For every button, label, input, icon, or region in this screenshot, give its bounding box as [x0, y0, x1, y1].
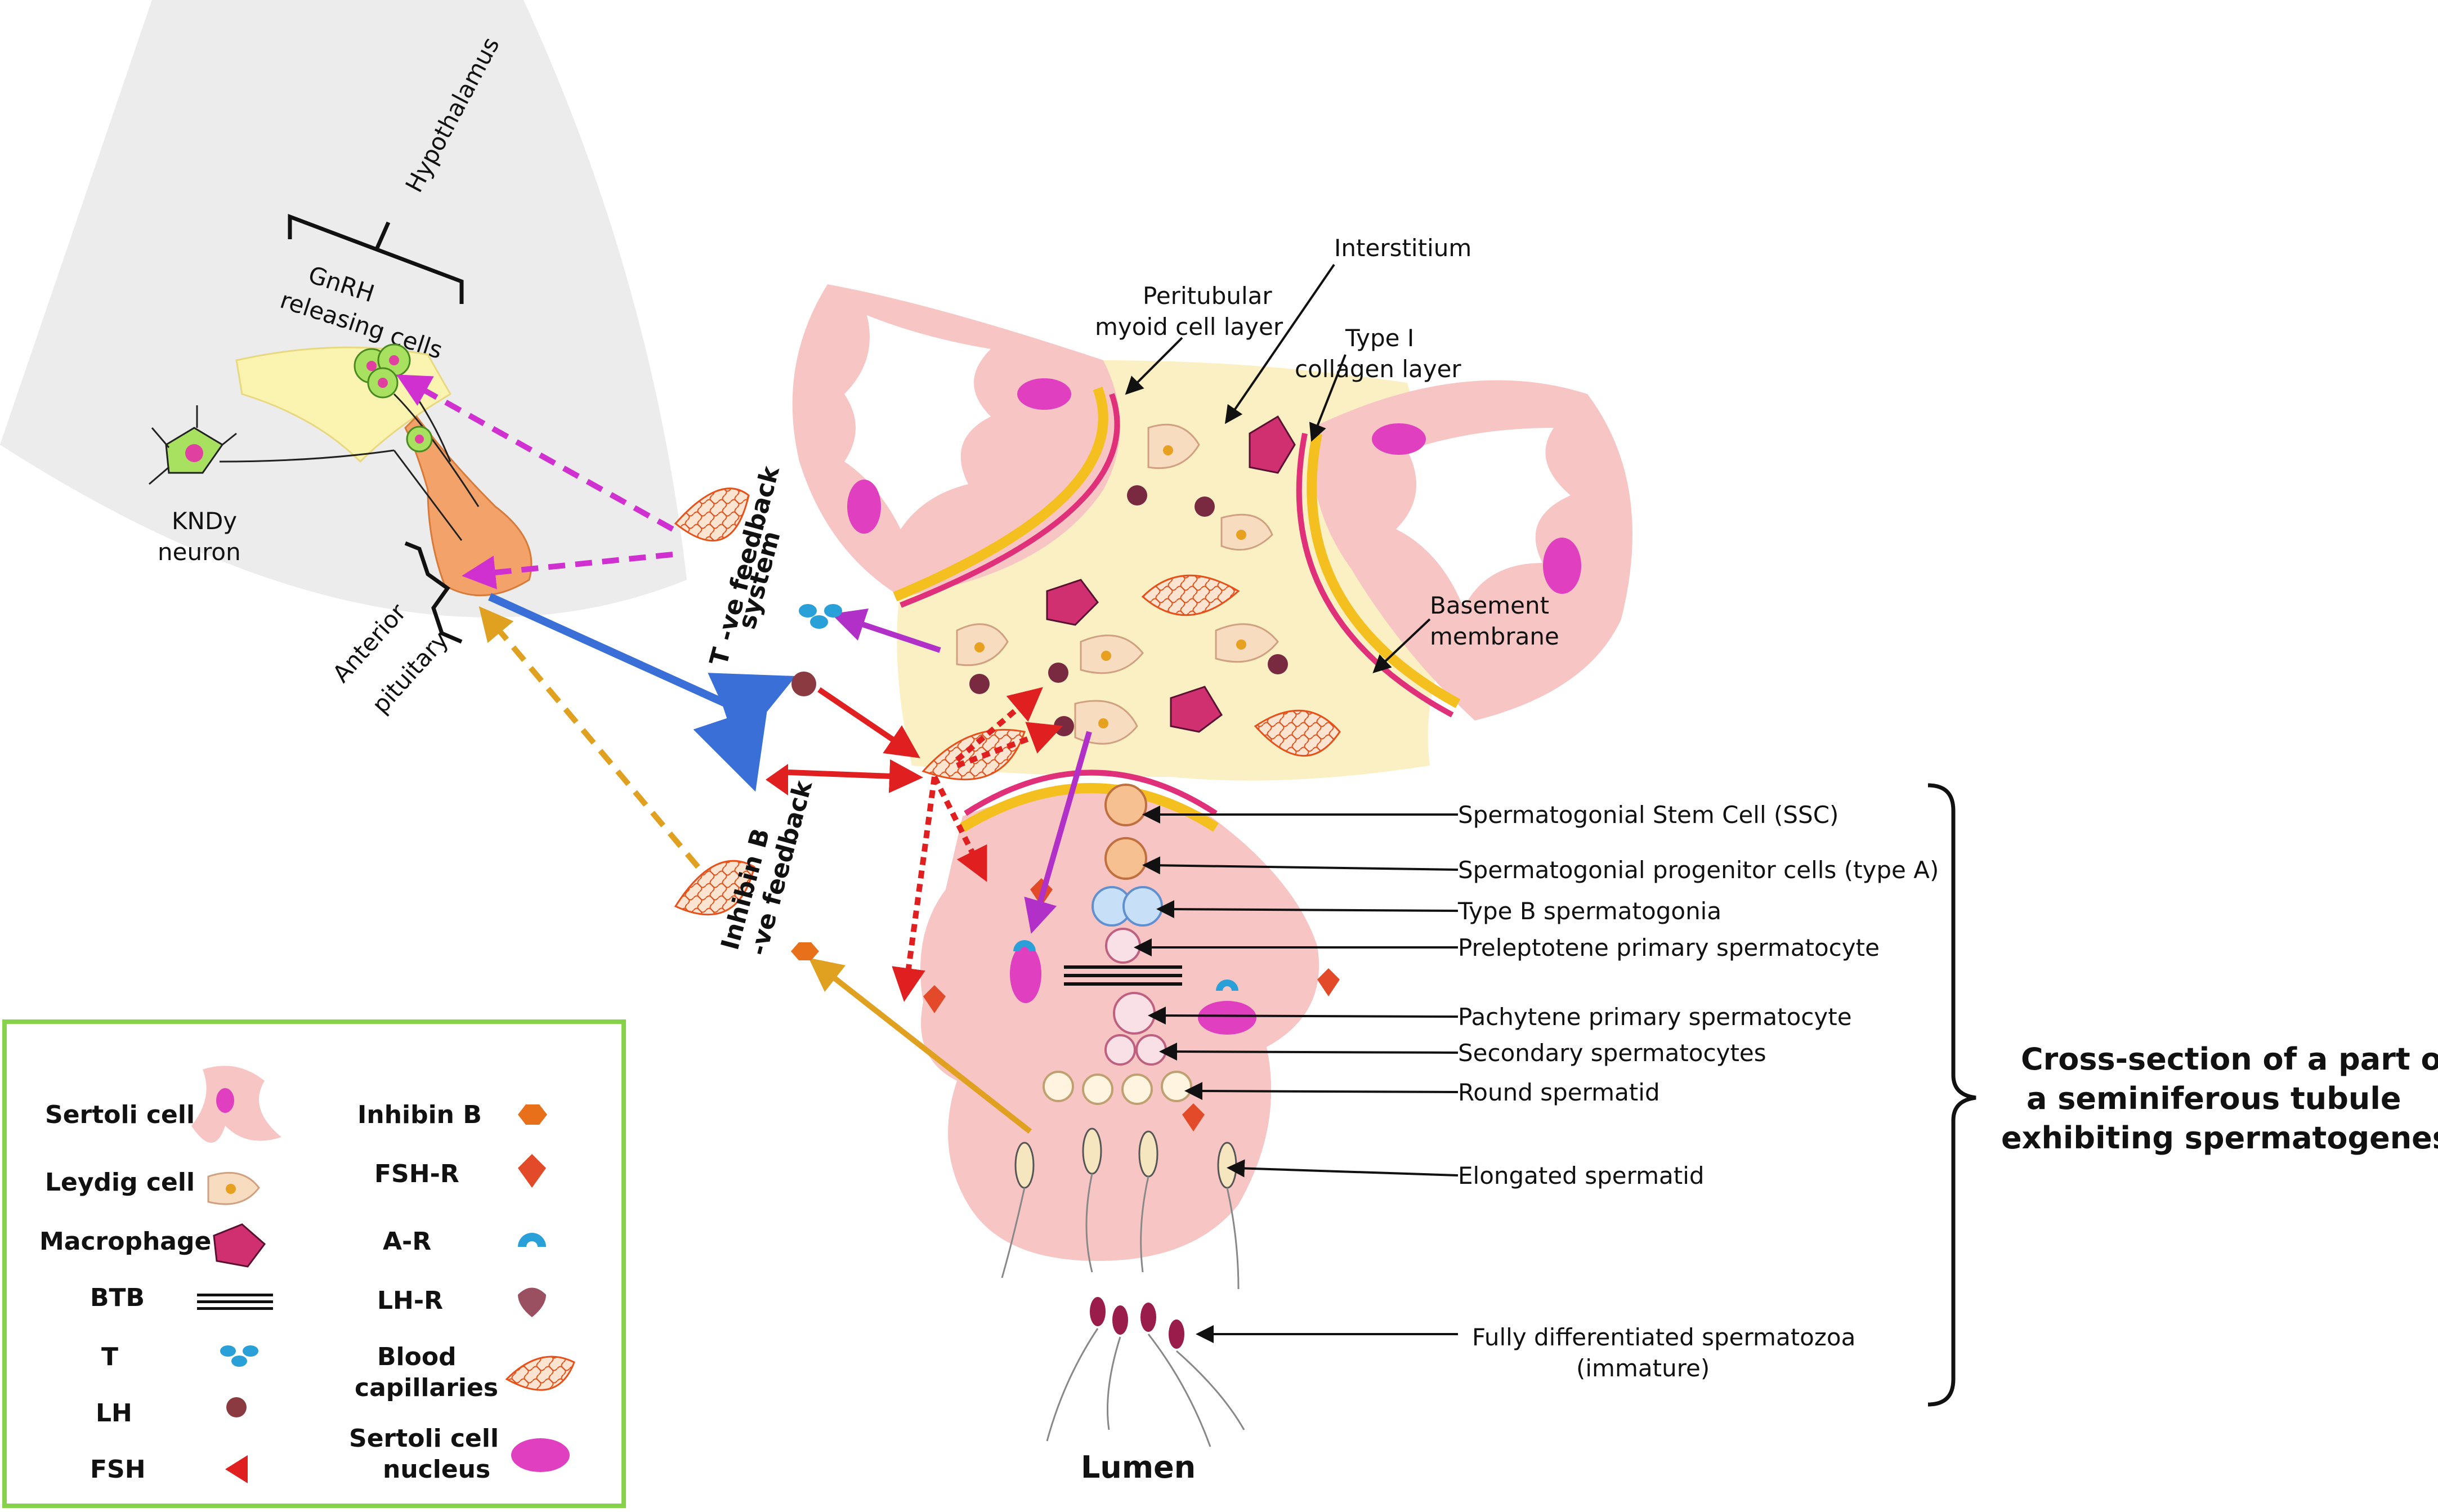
legend-fshr-label: FSH-R — [374, 1160, 459, 1188]
lh-arrow — [488, 593, 768, 792]
fsh-molecule — [766, 764, 788, 795]
peritubular-label-2: myoid cell layer — [1095, 313, 1283, 341]
legend-nucleus-label-1: Sertoli cell — [349, 1424, 499, 1453]
bottom-tubule-membrane — [960, 783, 1219, 832]
legend-lh-label: LH — [96, 1399, 132, 1428]
interstitium-label: Interstitium — [1334, 234, 1471, 262]
inhibin-molecule — [791, 942, 819, 960]
t-to-sertoli-arrow — [1024, 731, 1092, 934]
stimulation-dotted-2 — [932, 775, 987, 882]
legend-leydig-label: Leydig cell — [45, 1168, 195, 1197]
stage-label-round-spermatid: Round spermatid — [1458, 1079, 1660, 1106]
gnrh-bracket — [288, 213, 464, 304]
stage-label-ssc: Spermatogonial Stem Cell (SSC) — [1458, 801, 1838, 829]
legend-btb-label: BTB — [90, 1283, 145, 1312]
legend-blood-label-2: capillaries — [355, 1374, 498, 1402]
legend-lhr-label: LH-R — [377, 1286, 443, 1315]
gnrh-magenta-arrow-1 — [396, 374, 674, 532]
germ-cells — [1043, 784, 1192, 1105]
lh-molecule — [791, 672, 816, 696]
anterior-pituitary-bracket — [404, 541, 463, 644]
legend-nucleus-label-2: nucleus — [383, 1455, 490, 1484]
stimulation-dotted-3 — [955, 687, 1043, 762]
basement-label-2: membrane — [1430, 623, 1559, 650]
cross-section-title-1: Cross-section of a part of — [2021, 1041, 2438, 1077]
leydig-cells — [956, 423, 1279, 745]
legend-fsh-label: FSH — [90, 1455, 146, 1484]
right-tubule-membrane — [1307, 432, 1461, 708]
btb-lines — [1064, 965, 1182, 969]
legend-blood-label-1: Blood — [377, 1343, 457, 1371]
capillaries — [674, 487, 1341, 916]
legend: Sertoli cell Leydig cell Macrophage BTB … — [2, 1019, 626, 1508]
testosterone-molecules — [799, 604, 842, 629]
collagen-label-2: collagen layer — [1295, 355, 1461, 383]
gnrh-magenta-arrow-2 — [462, 552, 673, 589]
stage-label-preleptotene: Preleptotene primary spermatocyte — [1458, 934, 1880, 961]
axon-lines — [219, 360, 480, 541]
cross-section-bracket — [1927, 783, 1976, 1407]
stage-label-pachytene: Pachytene primary spermatocyte — [1458, 1003, 1852, 1031]
stage-labels: Spermatogonial Stem Cell (SSC) Spermatog… — [1134, 801, 1939, 1382]
inhibin-gold-dashed — [478, 606, 700, 869]
t-feedback-arrow — [831, 609, 941, 653]
sertoli-nucleus — [1198, 1001, 1256, 1035]
legend-sertoli-label: Sertoli cell — [45, 1101, 195, 1129]
stage-label-progenitor: Spermatogonial progenitor cells (type A) — [1458, 856, 1939, 884]
stage-label-elongated: Elongated spermatid — [1458, 1162, 1705, 1189]
kndy-label-1: KNDy — [172, 507, 237, 535]
legend-t-label: T — [101, 1343, 118, 1371]
left-tubule-membrane — [893, 386, 1108, 602]
kndy-neuron — [149, 405, 237, 485]
sertoli-nucleus — [1017, 378, 1071, 410]
stage-label-secondary: Secondary spermatocytes — [1458, 1039, 1766, 1067]
cross-section-title-2: a seminiferous tubule — [2027, 1081, 2401, 1116]
peritubular-label-1: Peritubular — [1143, 282, 1272, 310]
lumen-label: Lumen — [1081, 1450, 1196, 1485]
spermatozoa — [1046, 1297, 1245, 1447]
fsh-to-sertoli-arrow — [788, 759, 923, 793]
stimulation-dotted-4 — [956, 722, 1063, 768]
hormone-arrows — [396, 374, 1092, 1134]
inhibin-solid-arrow — [808, 958, 1032, 1134]
spermatozoa-label-2: (immature) — [1576, 1354, 1710, 1382]
sertoli-nucleus — [847, 480, 881, 534]
brain-region: Hypothalamus GnRH releasing cells KNDy n… — [0, 0, 687, 719]
legend-macrophage-label: Macrophage — [39, 1227, 211, 1256]
legend-box — [2, 1019, 626, 1508]
kndy-label-2: neuron — [158, 538, 241, 566]
gnrh-cells — [354, 343, 433, 453]
collagen-label-1: Type I — [1345, 324, 1414, 352]
legend-inhibin-label: Inhibin B — [357, 1101, 482, 1129]
macrophages — [1046, 415, 1296, 733]
cross-section-title-3: exhibiting spermatogenesis — [2001, 1120, 2438, 1156]
spermatozoa-label-1: Fully differentiated spermatozoa — [1472, 1323, 1855, 1351]
legend-ar-label: A-R — [383, 1227, 431, 1256]
basement-label-1: Basement — [1430, 592, 1549, 619]
sertoli-nucleus — [1543, 538, 1581, 594]
sertoli-nucleus — [1372, 423, 1426, 455]
stage-label-type-b: Type B spermatogonia — [1457, 897, 1721, 925]
sertoli-nucleus — [1010, 945, 1041, 1003]
lh-to-leydig-arrow — [817, 687, 920, 758]
